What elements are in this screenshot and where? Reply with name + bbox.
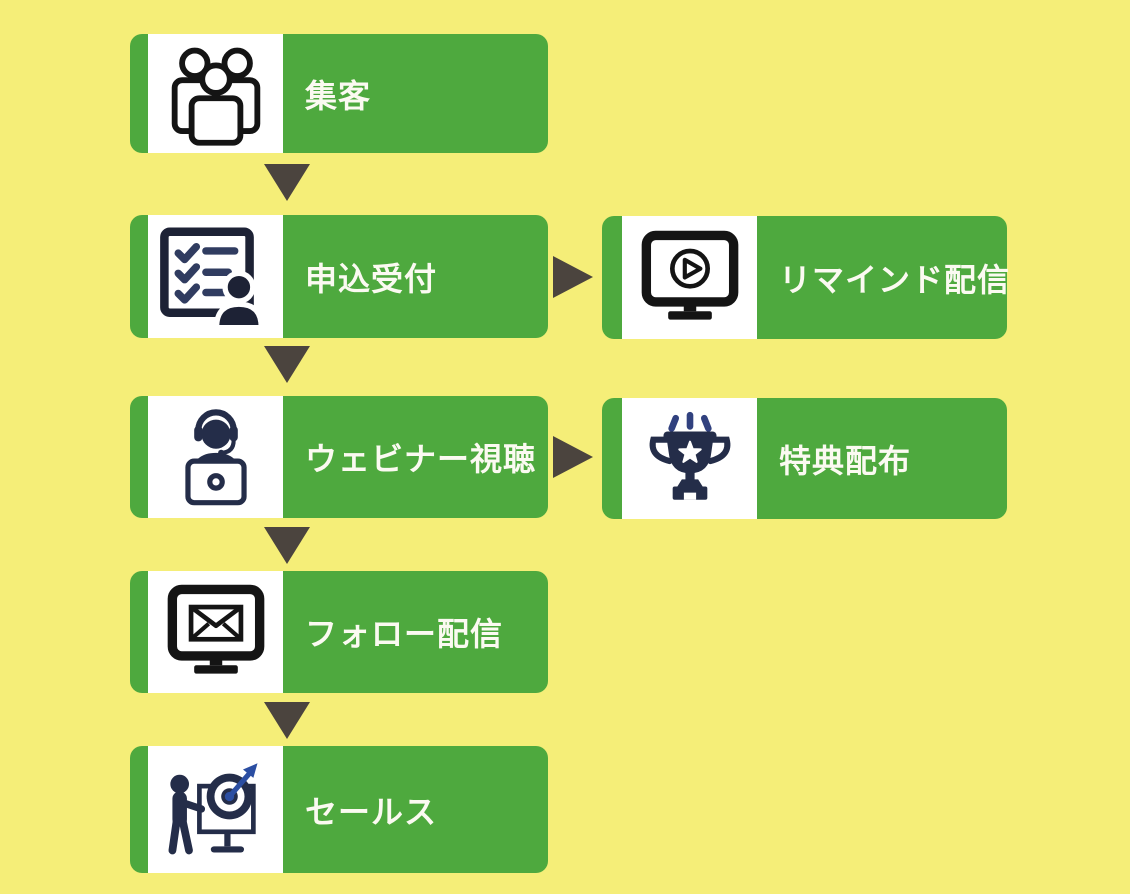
icon-panel — [148, 215, 283, 338]
flow-step-webinar-viewing: ウェビナー視聴 — [130, 396, 548, 518]
icon-panel — [148, 571, 283, 693]
right-arrow — [553, 256, 593, 298]
down-arrow — [264, 164, 310, 201]
sales-target-presentation-icon — [168, 762, 258, 854]
audience-people-icon — [171, 47, 260, 146]
flow-step-label: ウェビナー視聴 — [305, 440, 537, 478]
flow-step-label: 申込受付 — [305, 259, 438, 298]
followup-mail-monitor-icon — [167, 584, 264, 674]
icon-panel — [148, 746, 283, 873]
flow-step-label: フォロー配信 — [305, 615, 504, 653]
reminder-video-monitor-icon — [641, 230, 738, 320]
flow-step-attract: 集客 — [130, 34, 548, 153]
flow-step-reminder: リマインド配信 — [602, 216, 1011, 339]
registration-checklist-icon — [160, 227, 264, 330]
flow-step-label: 特典配布 — [779, 441, 912, 480]
flow-step-label: リマインド配信 — [779, 260, 1011, 299]
flow-step-label: セールス — [305, 792, 438, 831]
webinar-headset-icon — [184, 409, 247, 506]
icon-panel — [148, 396, 283, 518]
flow-step-registration: 申込受付 — [130, 215, 548, 338]
icon-panel — [622, 216, 757, 339]
flow-step-bonus: 特典配布 — [602, 398, 1007, 519]
down-arrow — [264, 346, 310, 383]
icon-panel — [148, 34, 283, 153]
flow-step-followup: フォロー配信 — [130, 571, 548, 693]
bonus-trophy-icon — [649, 411, 730, 500]
down-arrow — [264, 527, 310, 564]
right-arrow — [553, 436, 593, 478]
icon-panel — [622, 398, 757, 519]
flow-step-label: 集客 — [305, 76, 372, 115]
down-arrow — [264, 702, 310, 739]
flow-step-sales: セールス — [130, 746, 548, 873]
